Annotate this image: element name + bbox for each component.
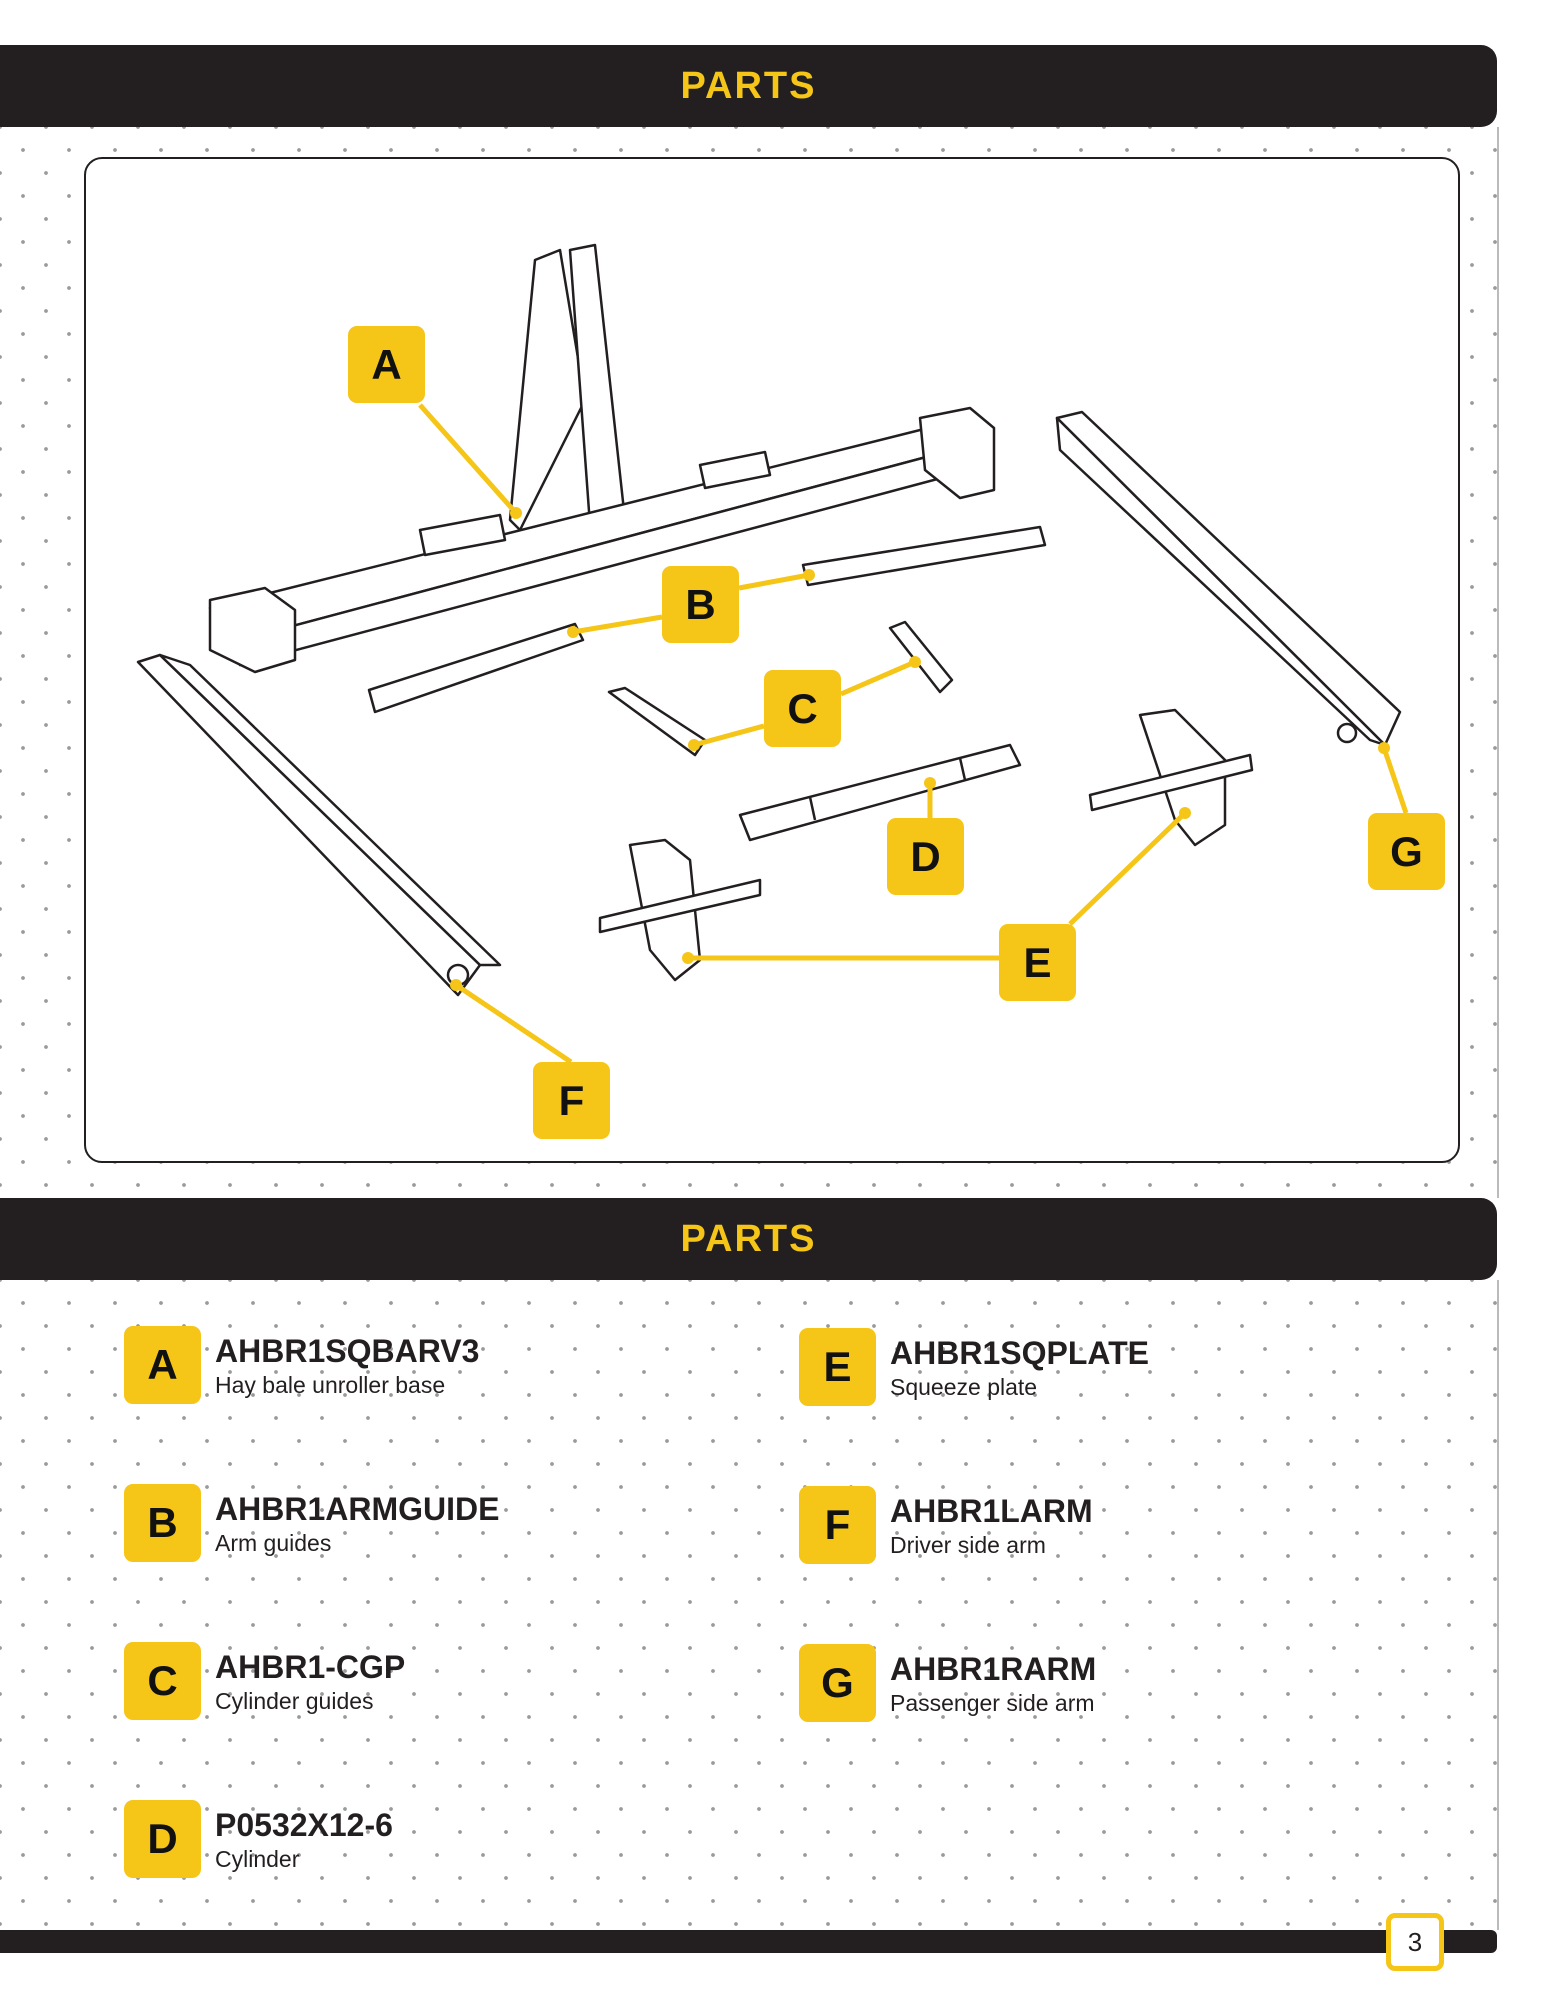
part-code: AHBR1-CGP [215, 1649, 406, 1685]
part-letter: A [124, 1326, 201, 1404]
arm-guide-2 [801, 525, 1047, 587]
part-letter: C [124, 1642, 201, 1720]
part-description: Passenger side arm [890, 1690, 1095, 1716]
part-description: Squeeze plate [890, 1374, 1038, 1400]
part-item-c: C AHBR1-CGP Cylinder guides [124, 1642, 405, 1720]
part-item-b: B AHBR1ARMGUIDE Arm guides [124, 1484, 499, 1562]
callout-f: F [533, 1062, 610, 1139]
callout-g: G [1368, 813, 1445, 890]
page-number: 3 [1386, 1913, 1444, 1971]
passenger-side-arm [1055, 410, 1402, 747]
callout-e: E [999, 924, 1076, 1001]
callout-d: D [887, 818, 964, 895]
section-title: PARTS [680, 64, 817, 107]
cylinder-guide-2 [888, 620, 954, 694]
part-code: AHBR1ARMGUIDE [215, 1491, 500, 1527]
dotted-background-bottom [0, 1280, 1499, 1930]
callout-b: B [662, 566, 739, 643]
part-letter: F [799, 1486, 876, 1564]
part-description: Cylinder guides [215, 1688, 374, 1714]
part-item-f: F AHBR1LARM Driver side arm [799, 1486, 1093, 1564]
part-description: Hay bale unroller base [215, 1372, 446, 1398]
part-item-g: G AHBR1RARM Passenger side arm [799, 1644, 1096, 1722]
section-header-list: PARTS [0, 1198, 1497, 1280]
parts-diagram [84, 157, 1460, 1163]
section-header-diagram: PARTS [0, 45, 1497, 127]
leader-lines [418, 403, 1409, 1065]
part-description: Cylinder [215, 1846, 300, 1872]
callout-c: C [764, 670, 841, 747]
part-code: AHBR1RARM [890, 1651, 1097, 1687]
part-letter: G [799, 1644, 876, 1722]
part-letter: B [124, 1484, 201, 1562]
footer-bar [0, 1930, 1497, 1953]
part-description: Arm guides [215, 1530, 332, 1556]
part-item-e: E AHBR1SQPLATE Squeeze plate [799, 1328, 1149, 1406]
part-code: AHBR1SQPLATE [890, 1335, 1149, 1371]
part-code: AHBR1SQBARV3 [215, 1333, 480, 1369]
arm-guide-1 [367, 622, 585, 714]
base-end-left [208, 586, 297, 674]
part-letter: D [124, 1800, 201, 1878]
part-description: Driver side arm [890, 1532, 1046, 1558]
section-title: PARTS [680, 1217, 817, 1260]
driver-side-arm [136, 653, 482, 997]
base-upright [508, 248, 587, 532]
parts-illustration [136, 243, 1409, 1065]
callout-a: A [348, 326, 425, 403]
part-letter: E [799, 1328, 876, 1406]
part-code: P0532X12-6 [215, 1807, 393, 1843]
cylinder [738, 743, 1022, 842]
base-end-right [918, 406, 996, 500]
part-code: AHBR1LARM [890, 1493, 1093, 1529]
